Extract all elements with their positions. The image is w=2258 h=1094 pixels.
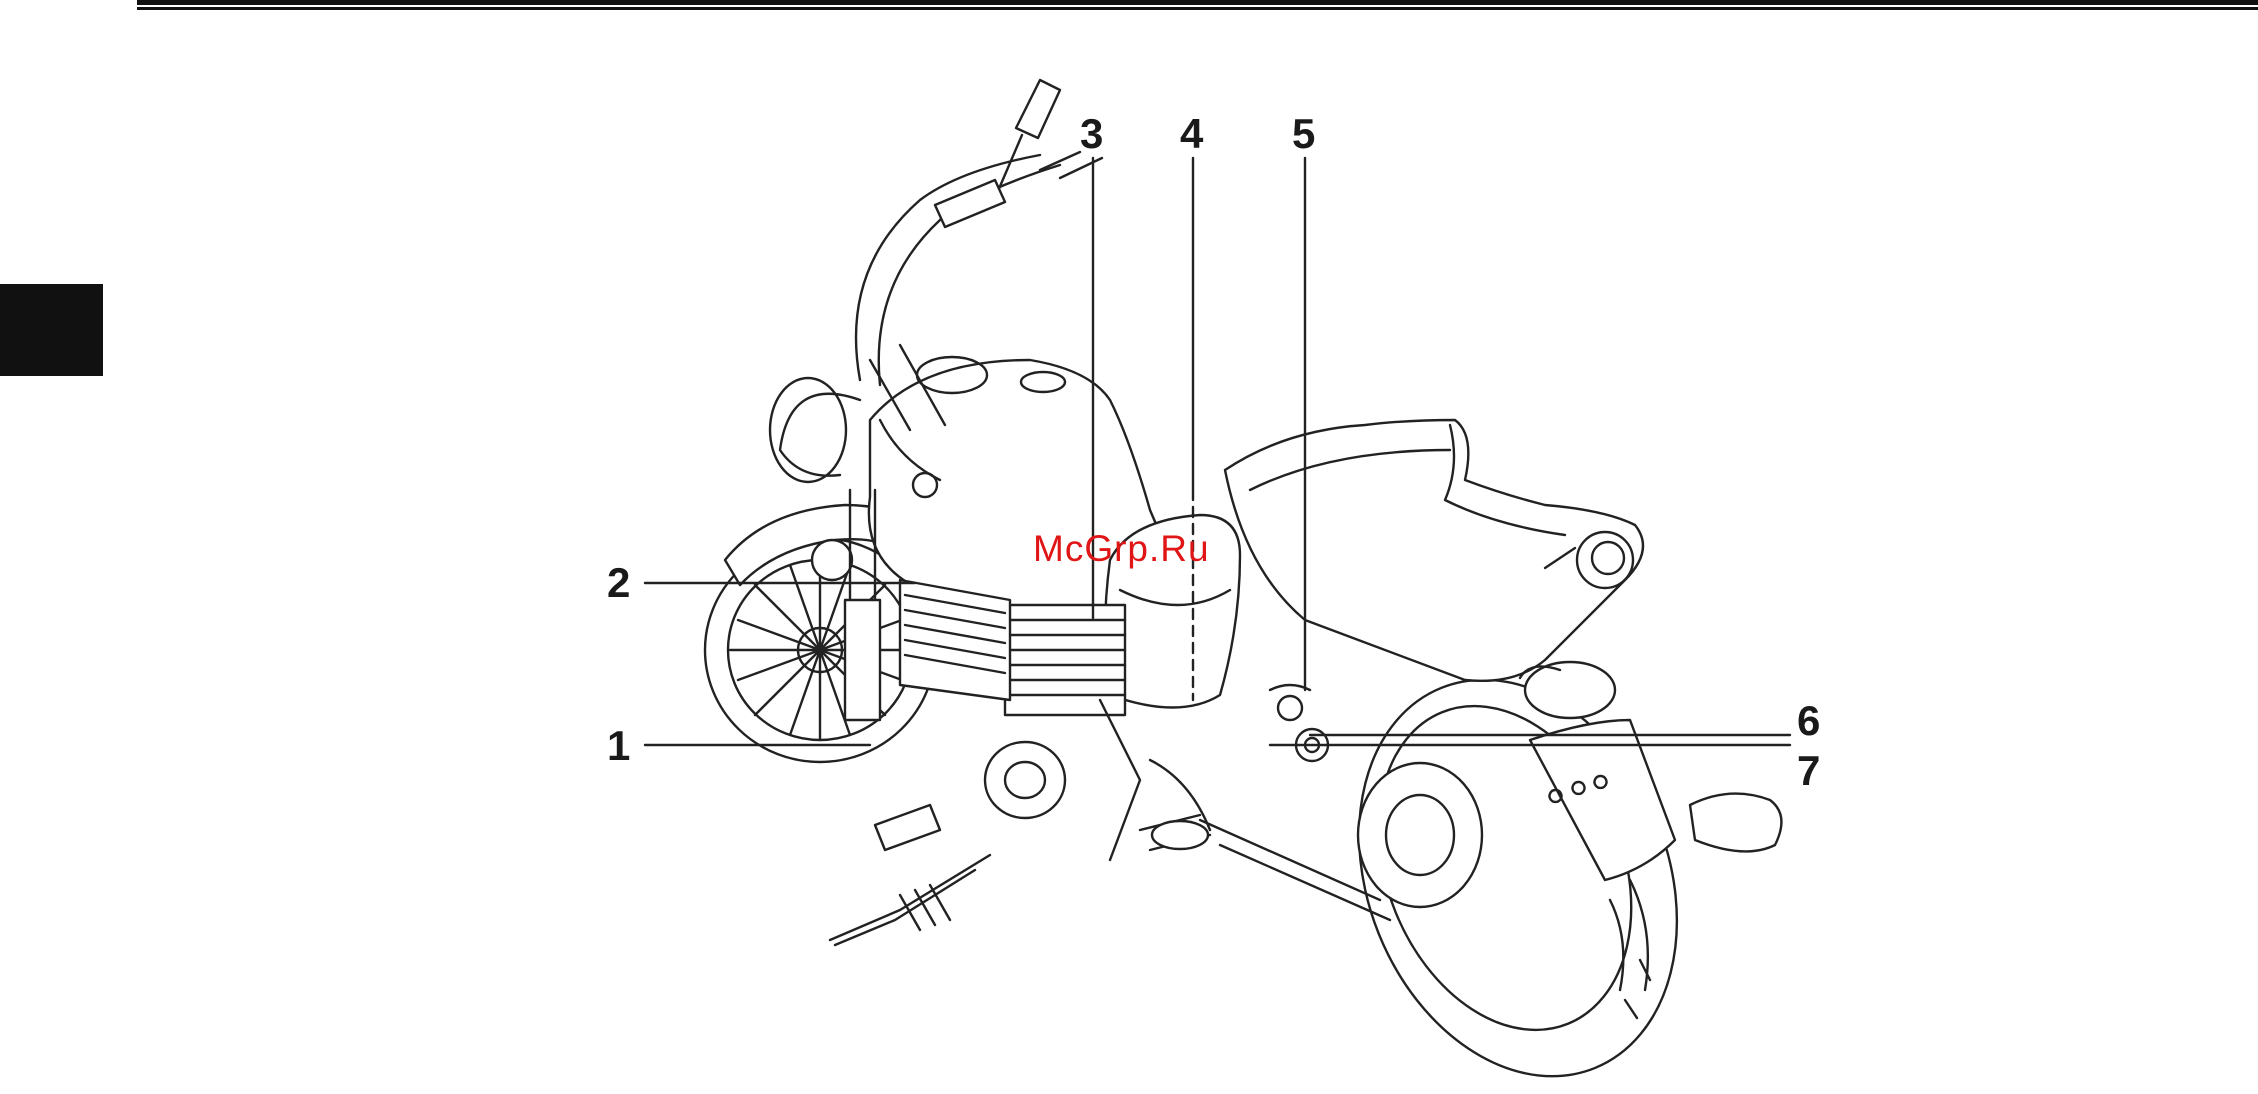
engine — [900, 580, 1125, 818]
callout-7: 7 — [1797, 750, 1820, 792]
callout-4: 4 — [1180, 113, 1203, 155]
rear-wheel — [1302, 632, 1734, 1094]
callout-5: 5 — [1292, 113, 1315, 155]
callout-2: 2 — [607, 562, 630, 604]
callout-3: 3 — [1080, 113, 1103, 155]
watermark: McGrp.Ru — [1033, 528, 1210, 570]
callout-6: 6 — [1797, 700, 1820, 742]
callout-1: 1 — [607, 725, 630, 767]
